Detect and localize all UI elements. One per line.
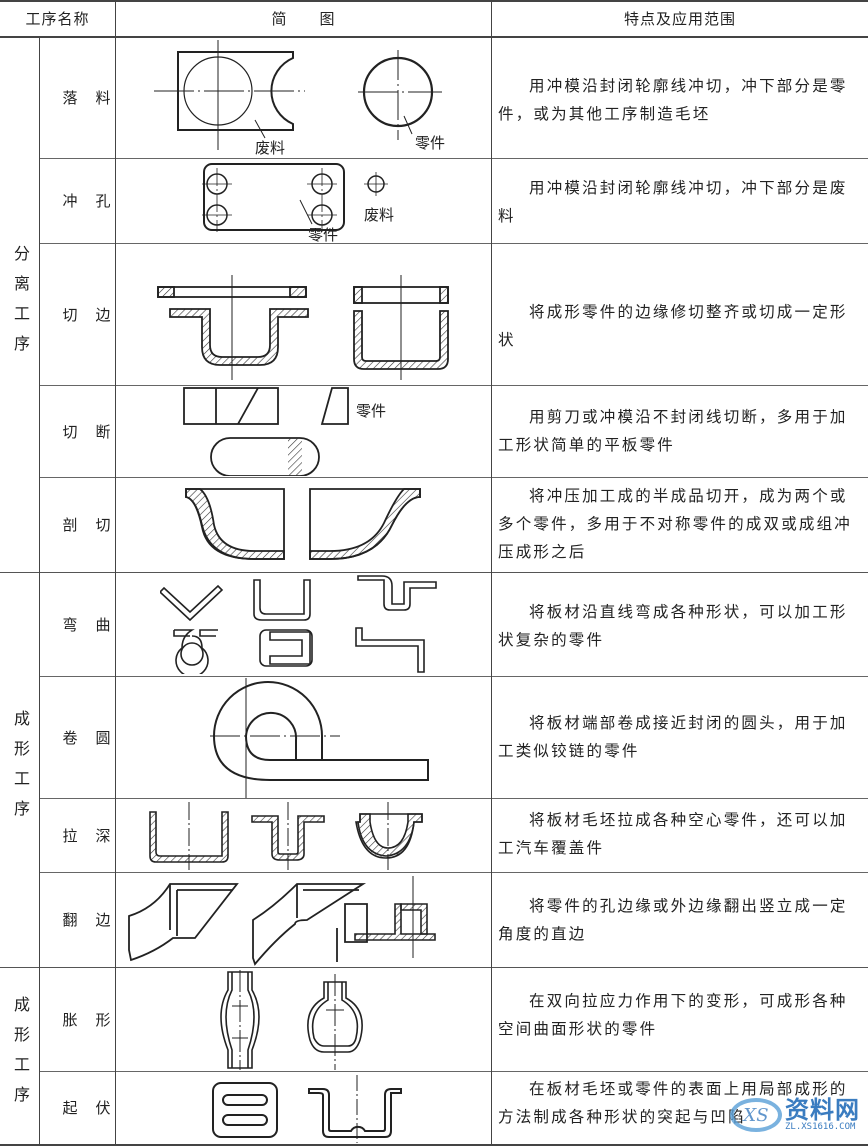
row-divider [40,1071,868,1072]
process-name: 拉深 [62,826,129,845]
process-description: 将零件的孔边缘或外边缘翻出竖立成一定角度的直边 [498,897,848,943]
process-name: 切边 [62,305,129,324]
deep-drawing-diagram [149,802,423,870]
group-divider [0,572,868,573]
punching-diagram: 废料 零件 [202,163,394,242]
process-name: 卷圆 [62,728,129,747]
watermark-url: ZL.XS1616.COM [785,1122,856,1132]
process-description: 在板材毛坯或零件的表面上用局部成形的方法制成各种形状的突起与凹陷 [498,1080,848,1126]
row-divider [40,385,868,386]
table-bottom-border [0,1144,868,1146]
col-divider-group [39,37,40,1144]
process-name: 剖切 [62,516,129,534]
row-divider [40,158,868,159]
row-divider [40,477,868,478]
blanking-diagram: 废料 零件 [154,40,445,157]
header-features: 特点及应用范围 [623,10,736,28]
header-process-name: 工序名称 [25,10,90,28]
process-description: 将成形零件的边缘修切整齐或切成一定形状 [498,303,848,349]
svg-text:零件: 零件 [415,134,445,152]
trimming-diagram [157,275,449,380]
row-divider [40,243,868,244]
watermark-title: 资料网 [785,1096,860,1124]
table-top-border [0,0,868,2]
process-description: 将板材毛坯拉成各种空心零件，还可以加工汽车覆盖件 [498,811,848,857]
curling-diagram [210,678,429,798]
row-divider [40,676,868,677]
row-divider [40,872,868,873]
process-name: 翻边 [62,911,129,929]
row-divider [40,798,868,799]
cutoff-diagram: 零件 [183,387,386,476]
process-description: 将板材沿直线弯成各种形状，可以加工形状复杂的零件 [498,603,848,649]
group-label-separation: 分离工序 [11,244,30,365]
xs-logo-icon: XS [730,1098,782,1132]
process-name: 胀形 [62,1010,129,1029]
col-divider-diagram [491,0,492,1144]
group-label-forming-2: 成形工序 [11,995,30,1116]
sectioning-diagram [185,488,421,560]
process-description: 在双向拉应力作用下的变形，可成形各种空间曲面形状的零件 [498,992,848,1038]
svg-text:零件: 零件 [356,402,386,420]
process-name: 切断 [62,422,129,441]
process-name: 冲孔 [62,192,129,210]
process-description: 用冲模沿封闭轮廓线冲切，冲下部分是零件，或为其他工序制造毛坯 [498,77,848,123]
process-description: 用冲模沿封闭轮廓线冲切，冲下部分是废料 [498,179,848,225]
svg-text:废料: 废料 [364,206,394,224]
process-name: 起伏 [62,1099,129,1117]
process-description: 将冲压加工成的半成品切开，成为两个或多个零件，多用于不对称零件的成双或成组冲压成… [498,487,853,561]
bending-diagram [160,575,437,674]
group-label-forming: 成形工序 [11,709,30,830]
process-description: 用剪刀或冲模沿不封闭线切断，多用于加工形状简单的平板零件 [498,408,848,454]
col-divider-name [115,0,116,1144]
header-diagram: 简 图 [271,10,336,28]
watermark: XS 资料网 ZL.XS1616.COM [730,1098,860,1132]
svg-text:零件: 零件 [308,226,338,242]
flanging-diagram [128,876,436,966]
group-divider [0,967,868,968]
embossing-diagram [212,1075,402,1143]
bulging-diagram [220,970,363,1070]
process-name: 落料 [62,89,129,107]
svg-text:废料: 废料 [255,139,285,157]
header-bottom-border [0,36,868,38]
process-description: 将板材端部卷成接近封闭的圆头，用于加工类似铰链的零件 [498,714,848,760]
process-name: 弯曲 [62,615,129,634]
